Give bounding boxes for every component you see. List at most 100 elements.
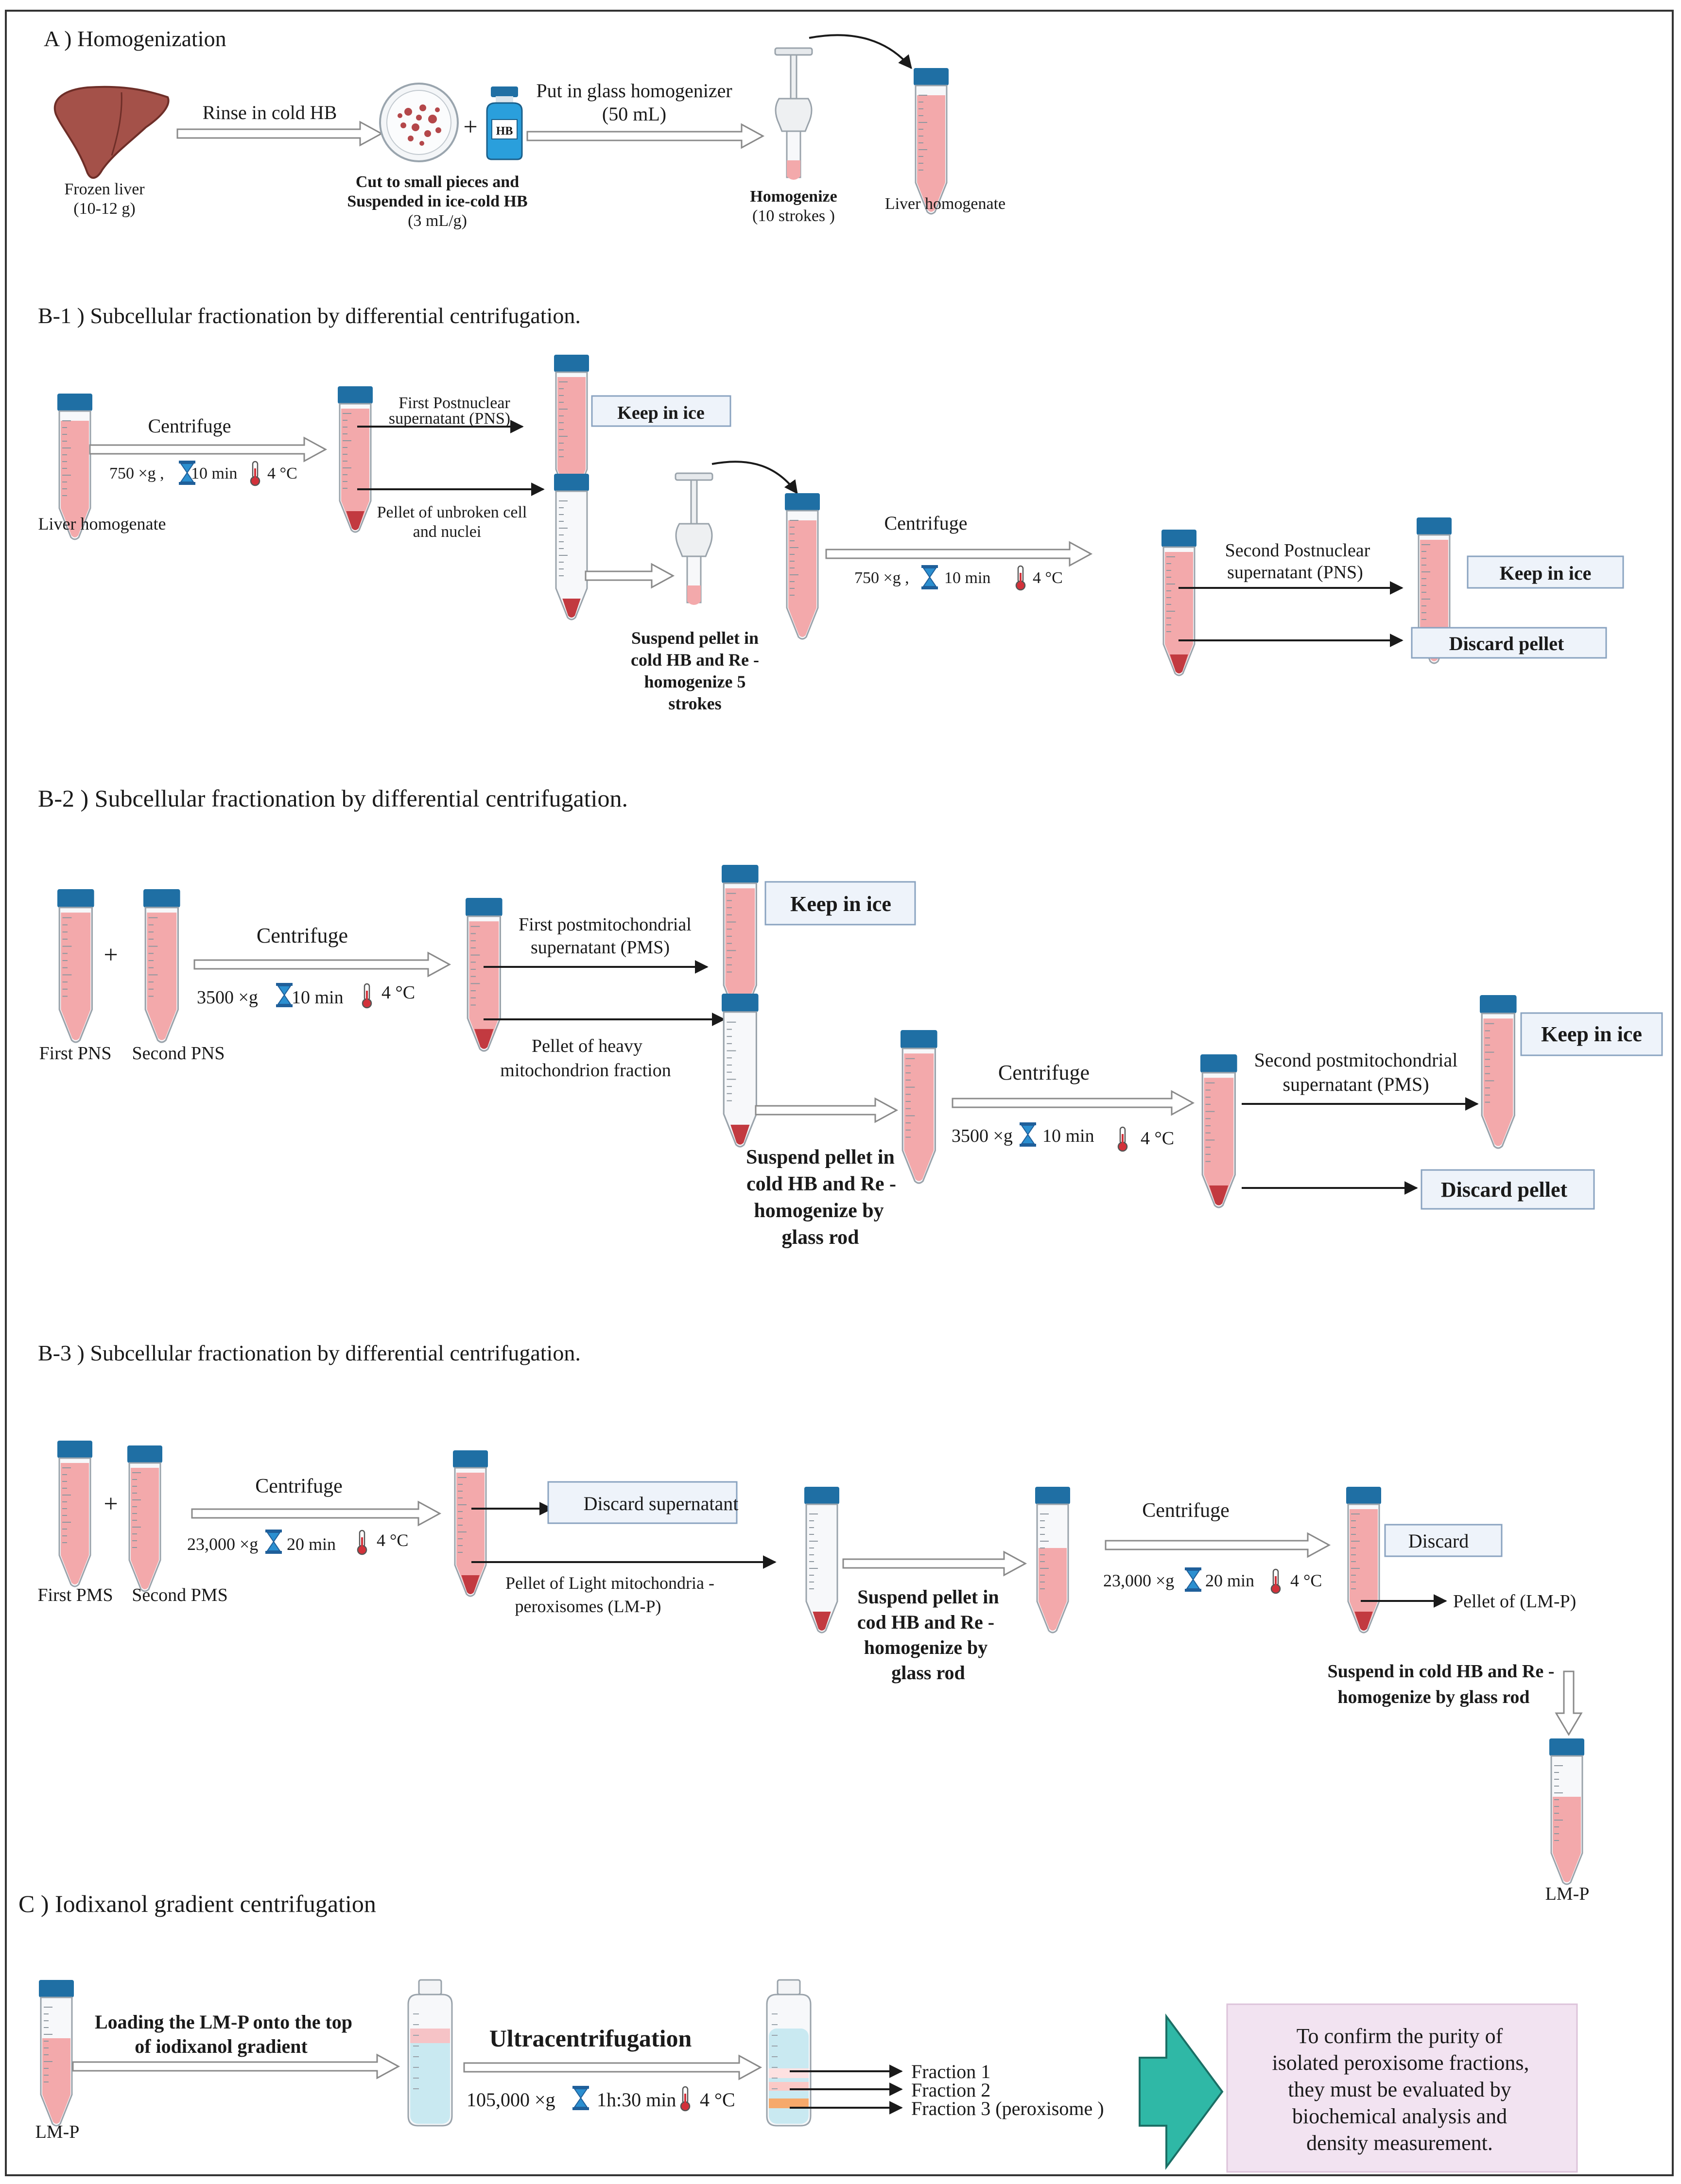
tube-pns1-liquid	[557, 377, 586, 499]
b1-temp: 4 °C	[267, 464, 297, 482]
put-label-2: (50 mL)	[602, 103, 666, 125]
fraction-2-label: Fraction 2	[911, 2079, 990, 2101]
tube-liver-homogenate-a-liquid	[917, 95, 945, 212]
b1-suspend-1: Suspend pellet in	[631, 628, 759, 648]
tube-lmp-b3-liquid	[1553, 1797, 1581, 1882]
petri-dish-inner	[386, 90, 451, 155]
tube-first-pns-liquid	[61, 912, 91, 1040]
b3-first-pms-label: First PMS	[37, 1585, 113, 1605]
section-b2-title: B-2 ) Subcellular fractionation by diffe…	[38, 785, 628, 812]
tube-pellet-b2-body	[723, 1011, 757, 1148]
tube-second-pms-cap	[127, 1445, 162, 1463]
c-load-label-1: Loading the LM-P onto the top	[95, 2011, 352, 2033]
fraction-3-label: Fraction 3 (peroxisome )	[911, 2098, 1104, 2119]
b3-temp-2: 4 °C	[1290, 1571, 1322, 1590]
tube-pellet-b1-cap	[554, 474, 589, 491]
hollow-arrow-b2-3	[952, 1090, 1195, 1116]
gradient-tube-icon-1-neck	[418, 1979, 442, 1995]
pellet-b2-label-2: mitochondrion fraction	[500, 1060, 671, 1081]
hourglass-icon-b3	[265, 1530, 282, 1554]
tube-after-centrifuge-b2-pellet	[474, 1029, 494, 1049]
b2-temp-2: 4 °C	[1141, 1128, 1174, 1149]
homogenizer-icon-b1	[675, 472, 713, 605]
discard-sup-box	[547, 1481, 738, 1524]
tube-pms2-cap	[1480, 995, 1517, 1014]
b2-speed-2: 3500 ×g	[952, 1126, 1013, 1146]
tube-rehomogenate-b2-liquid	[904, 1053, 934, 1181]
conclusion-line-5: density measurement.	[1306, 2131, 1493, 2155]
tube-after-centrifuge-b1-2-liquid	[1165, 552, 1193, 673]
discard-sup-label: Discard supernatant	[584, 1493, 739, 1514]
b3-suspend-2: cod HB and Re -	[857, 1611, 994, 1633]
tube-after-centrifuge-b3-pellet	[461, 1575, 480, 1594]
hourglass-icon-b3-2-glass	[1186, 1570, 1200, 1589]
tube-pellet-b2-cap	[722, 994, 759, 1012]
tube-after-centrifuge-b1-2	[1161, 530, 1196, 676]
hb-bottle-icon: HB	[486, 86, 523, 160]
gradient-tube-icon-1-gradient	[410, 2029, 450, 2124]
section-a: A ) Homogenization Frozen liver (10-12 g…	[44, 26, 1005, 230]
hourglass-icon-b2	[276, 983, 293, 1007]
hourglass-icon-c-glass	[573, 2088, 588, 2108]
tube-after-centrifuge-b2-2-liquid	[1204, 1078, 1234, 1205]
keep-box-b2-2	[1520, 1012, 1663, 1056]
pellet-b1-label-1: Pellet of unbroken cell	[377, 503, 527, 521]
homogenizer-icon-a-reservoir	[775, 98, 813, 132]
tube-liver-homogenate-b1	[57, 394, 92, 540]
gradient-tube-icon-2-band-1	[769, 2068, 809, 2078]
tube-rehomogenate-b1-cap	[785, 493, 820, 511]
hourglass-icon-c	[572, 2086, 589, 2110]
cut-label-1: Cut to small pieces and	[356, 173, 519, 191]
b3-time: 20 min	[287, 1534, 336, 1554]
b1-liver-homogenate-label: Liver homogenate	[38, 514, 166, 533]
hb-bottle-label: HB	[496, 125, 513, 138]
thermometer-icon-b1	[250, 461, 260, 486]
thermometer-icon-c	[680, 2086, 691, 2112]
b2-suspend-2: cold HB and Re -	[746, 1173, 896, 1195]
tube-rehomogenate-b1-liquid	[788, 520, 816, 637]
tube-pns1-cap	[554, 355, 589, 372]
pns2-label-1: Second Postnuclear	[1225, 540, 1370, 561]
pms2-label-2: supernatant (PMS)	[1282, 1073, 1429, 1095]
pms1-label-2: supernatant (PMS)	[531, 937, 670, 958]
thermometer-icon-c-mercury	[684, 2094, 686, 2105]
homogenizer-icon-b1-pestle	[690, 479, 698, 525]
keep-box-b1-1	[591, 395, 731, 427]
b2-centrifuge-label: Centrifuge	[257, 924, 348, 947]
b3-lmp-label: LM-P	[1545, 1884, 1590, 1904]
hourglass-icon-b1-base	[179, 482, 195, 485]
gradient-tube-icon-2	[766, 1979, 812, 2127]
hourglass-icon-b2-2	[1020, 1122, 1036, 1147]
thermometer-icon-b2-mercury	[366, 991, 368, 1002]
thermometer-icon-b1-mercury	[254, 468, 256, 480]
thermometer-icon-b1-2	[1015, 565, 1026, 591]
hourglass-icon-b2-2-top	[1020, 1122, 1036, 1125]
homogenize-label-2: (10 strokes )	[752, 207, 835, 225]
hourglass-icon-b3-glass	[266, 1532, 281, 1551]
tube-first-pns-cap	[57, 889, 94, 908]
section-b1: B-1 ) Subcellular fractionation by diffe…	[38, 303, 1624, 713]
tube-second-pms-liquid	[131, 1468, 159, 1589]
discard-label-b3: Discard	[1408, 1530, 1469, 1552]
b2-second-pns-label: Second PNS	[132, 1043, 225, 1064]
tube-after-centrifuge-b2	[466, 898, 503, 1052]
tube-lmp-b3	[1549, 1738, 1584, 1885]
keep-label-b1-1: Keep in ice	[617, 403, 704, 423]
b2-first-pns-label: First PNS	[39, 1043, 112, 1064]
curved-arrow-a	[809, 34, 912, 69]
gradient-tube-icon-2-band-3	[769, 2098, 809, 2108]
tube-second-pns-liquid	[147, 912, 177, 1040]
keep-box-b2-1	[764, 881, 916, 926]
tube-after-centrifuge-b1	[338, 386, 373, 533]
b3-resuspend-2: homogenize by glass rod	[1337, 1687, 1529, 1707]
homogenizer-icon-a	[774, 47, 813, 180]
tube-after-centrifuge-b3-2-cap	[1346, 1487, 1381, 1504]
liver-pieces	[398, 104, 441, 146]
tube-first-pms	[57, 1441, 92, 1587]
discard-label-b1: Discard pellet	[1449, 633, 1564, 654]
hourglass-icon-b2-glass	[277, 985, 292, 1005]
b3-speed: 23,000 ×g	[187, 1534, 258, 1554]
c-load-label-2: of iodixanol gradient	[135, 2035, 308, 2057]
c-speed: 105,000 ×g	[467, 2089, 555, 2111]
tube-pms2-liquid	[1483, 1018, 1513, 1146]
